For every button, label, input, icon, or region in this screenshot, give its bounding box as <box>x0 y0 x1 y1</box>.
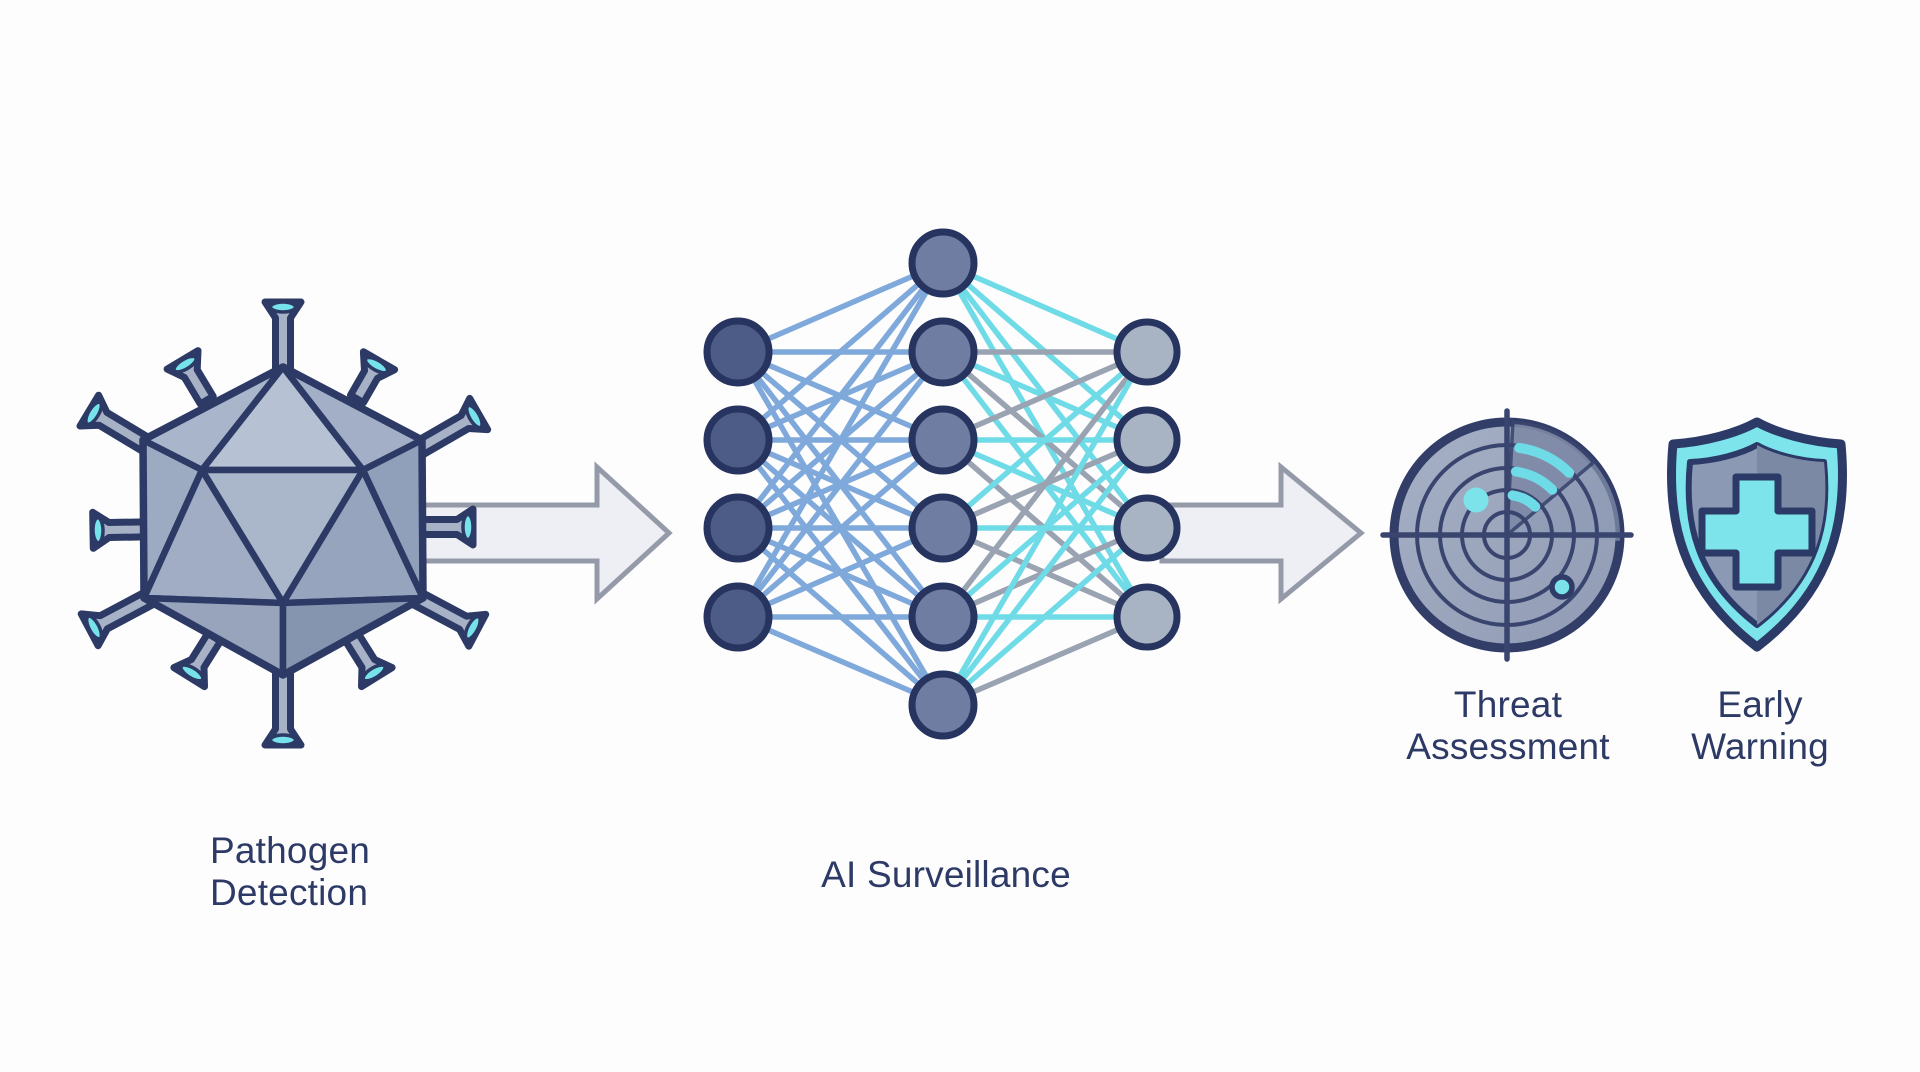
virus-icon <box>76 298 492 749</box>
network-edge <box>940 349 1150 708</box>
network-input-node <box>703 317 773 387</box>
network-edge <box>940 349 1150 443</box>
virus-spike-tip <box>463 614 482 641</box>
network-edge <box>940 614 1150 708</box>
network-output-node <box>1113 494 1181 562</box>
label-line: Early <box>1717 684 1803 725</box>
radar-icon <box>1380 408 1634 662</box>
radar-crosshair <box>1380 408 1634 662</box>
medical-cross-icon <box>1698 473 1816 591</box>
label-line: Pathogen <box>210 830 371 871</box>
virus-spike-tip <box>179 663 205 683</box>
network-edge <box>735 260 946 620</box>
network-edge <box>735 614 946 708</box>
label-ai-surveillance: AI Surveillance <box>821 854 1071 896</box>
label-early-warning: Early Warning <box>1691 684 1829 768</box>
network-hidden-node <box>908 405 978 475</box>
shield-cross-icon <box>1666 417 1848 652</box>
network-edge <box>940 349 1150 620</box>
radar-blip-ringed <box>1549 574 1575 600</box>
network-edge <box>735 260 946 531</box>
virus-capsid <box>139 363 427 679</box>
label-threat-assessment: Threat Assessment <box>1406 684 1610 768</box>
network-edge <box>940 525 1150 708</box>
label-line: AI Surveillance <box>821 854 1071 895</box>
virus-spike-tip <box>172 354 198 374</box>
network-edge <box>735 349 946 620</box>
network-input-node <box>703 493 773 563</box>
network-hidden-node <box>908 317 978 387</box>
network-edge <box>940 437 1150 708</box>
flow-arrow <box>400 461 673 605</box>
network-edge <box>940 349 1150 531</box>
flow-arrow <box>1159 461 1365 605</box>
virus-spike-tip <box>461 512 475 542</box>
network-output-node <box>1113 318 1181 386</box>
label-line: Threat <box>1453 684 1563 725</box>
virus-spike-tip <box>84 614 104 641</box>
radar-blip <box>1463 487 1489 513</box>
network-hidden-node <box>908 582 978 652</box>
network-edge <box>735 525 946 620</box>
network-output-node <box>1113 406 1181 474</box>
network-hidden-node <box>908 670 978 740</box>
virus-spike-tip <box>363 355 390 375</box>
network-hidden-node <box>908 228 978 298</box>
neural-network-icon <box>703 228 1181 740</box>
radar-sweep-arcs <box>1507 442 1575 512</box>
flow-arrows <box>400 461 1365 605</box>
virus-spike-tip <box>268 733 298 747</box>
network-edge <box>735 437 946 620</box>
virus-spike-tip <box>465 403 484 430</box>
network-hidden-node <box>908 493 978 563</box>
virus-spike-tip <box>361 663 387 683</box>
virus-spike-tip <box>91 515 105 545</box>
label-pathogen-detection: Pathogen Detection <box>210 830 370 914</box>
label-line: Assessment <box>1406 726 1610 767</box>
virus-spike-tip <box>268 300 298 314</box>
network-edge <box>735 260 946 443</box>
label-line: Warning <box>1691 726 1829 767</box>
virus-spike-tip <box>84 400 104 426</box>
network-input-node <box>703 582 773 652</box>
network-output-node <box>1113 583 1181 651</box>
network-edge <box>735 260 946 355</box>
network-edge <box>940 260 1150 355</box>
label-line: Detection <box>210 872 369 913</box>
network-input-node <box>703 405 773 475</box>
